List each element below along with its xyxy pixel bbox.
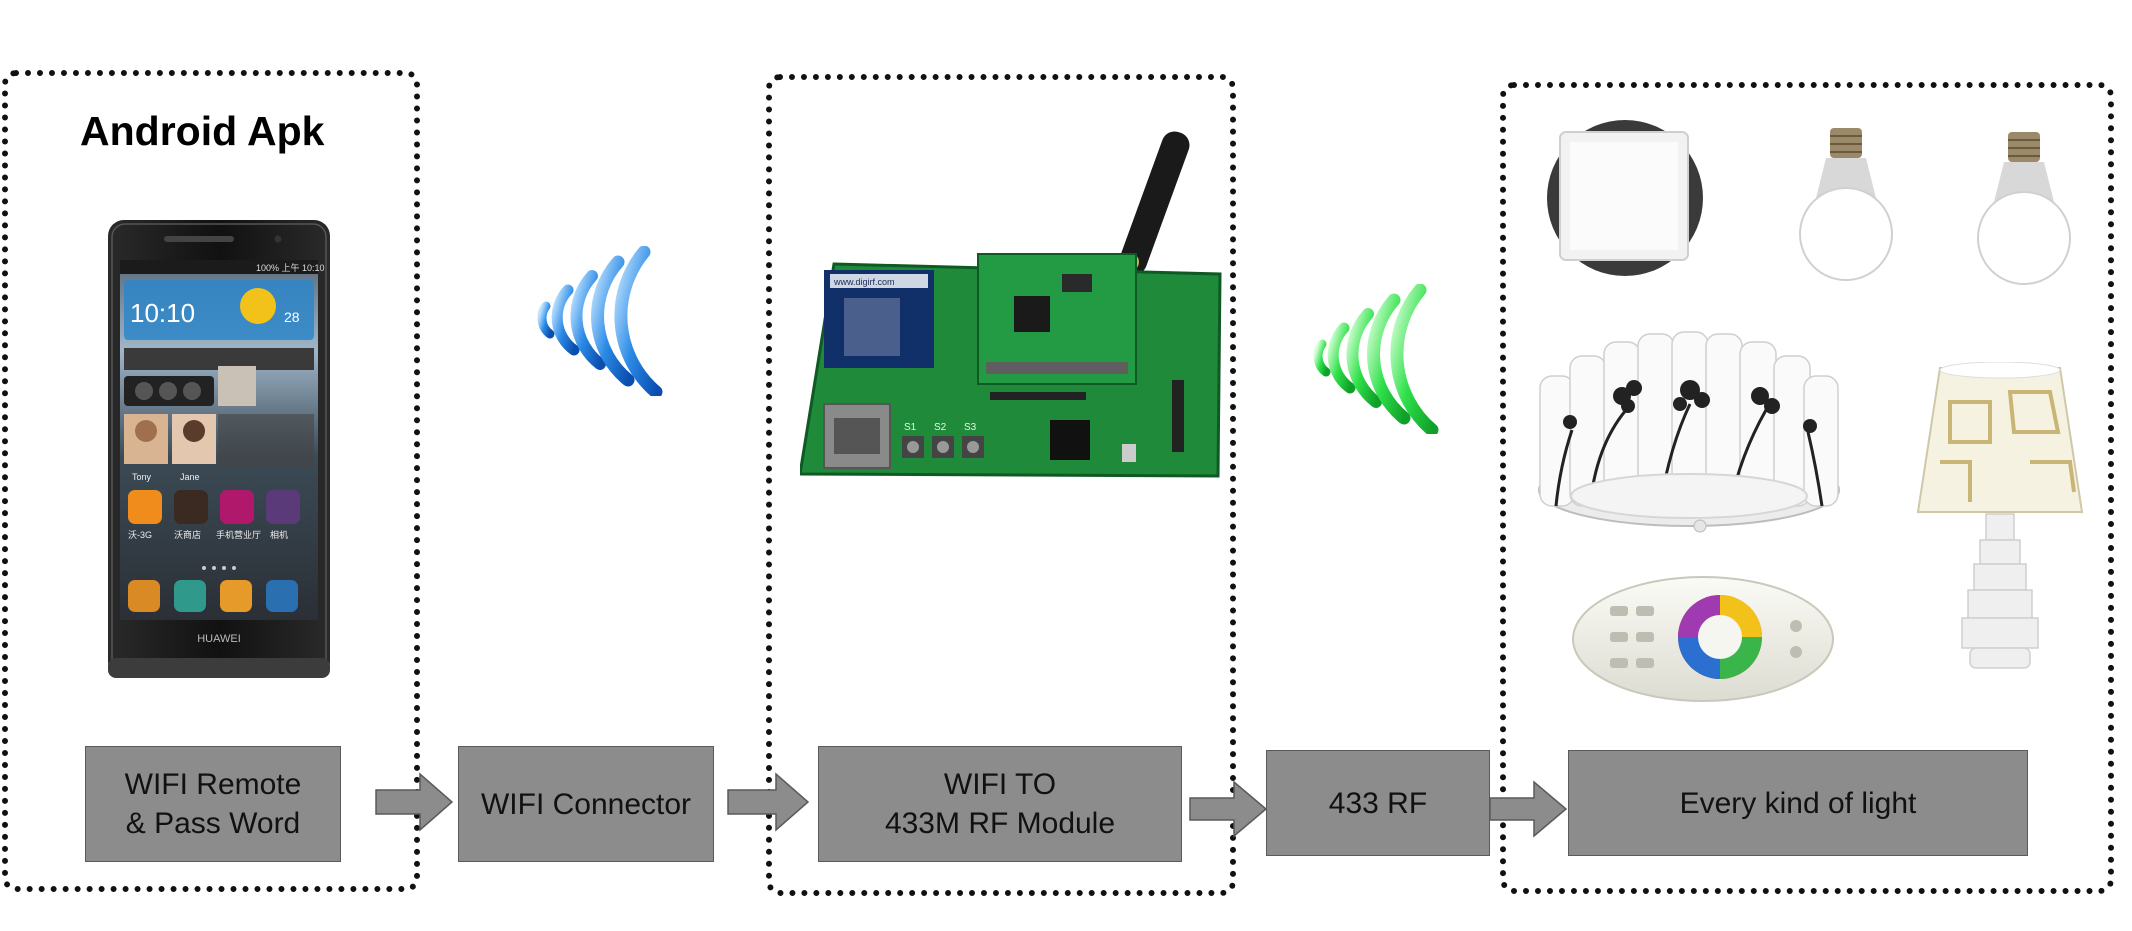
- switch-label-2: S2: [934, 422, 947, 433]
- phone-app-3: 手机营业厅: [216, 529, 261, 540]
- arrow-right-icon-3: [1188, 780, 1268, 838]
- switch-label-1: S1: [904, 422, 917, 433]
- apk-group-frame: [2, 70, 420, 892]
- smartphone-icon: 100% 上午 10:10 10:10 28 Tony Jane 沃-3G 沃商…: [106, 218, 332, 680]
- lights-group-frame: [1500, 82, 2114, 894]
- phone-app-4: 相机: [270, 529, 288, 540]
- ceiling-lamp-icon: [1530, 326, 1848, 540]
- rf-module-box: WIFI TO 433M RF Module: [818, 746, 1182, 862]
- wifi-signal-icon: [528, 246, 678, 396]
- wifi-connector-box: WIFI Connector: [458, 746, 714, 862]
- every-light-box: Every kind of light: [1568, 750, 2028, 856]
- arrow-right-icon: [374, 772, 454, 832]
- wifi-remote-box: WIFI Remote & Pass Word: [85, 746, 341, 862]
- phone-contact-1: Tony: [132, 472, 152, 482]
- rf-module-board-icon: www.digirf.com S1 S2 S3: [800, 124, 1230, 486]
- rf-433-box: 433 RF: [1266, 750, 1490, 856]
- table-lamp-icon: [1910, 362, 2090, 678]
- rgb-remote-icon: [1570, 574, 1836, 704]
- pcb-url-text: www.digirf.com: [833, 277, 895, 287]
- light-bulb-icon: [1796, 124, 1896, 284]
- diagram-title: Android Apk: [80, 108, 325, 154]
- rf-signal-icon: [1304, 284, 1454, 434]
- phone-contact-2: Jane: [180, 472, 200, 482]
- arrow-right-icon-2: [726, 772, 810, 832]
- phone-temperature-text: 28: [284, 309, 300, 325]
- phone-status-text: 100% 上午 10:10: [256, 262, 325, 273]
- phone-clock-text: 10:10: [130, 298, 195, 328]
- phone-brand-text: HUAWEI: [197, 633, 241, 645]
- switch-label-3: S3: [964, 422, 977, 433]
- phone-app-2: 沃商店: [174, 529, 201, 540]
- light-bulb-icon-2: [1974, 128, 2074, 288]
- module-group-frame: [766, 74, 1236, 896]
- phone-app-1: 沃-3G: [128, 530, 152, 540]
- arrow-right-icon-4: [1488, 780, 1568, 838]
- panel-light-icon: [1540, 118, 1710, 278]
